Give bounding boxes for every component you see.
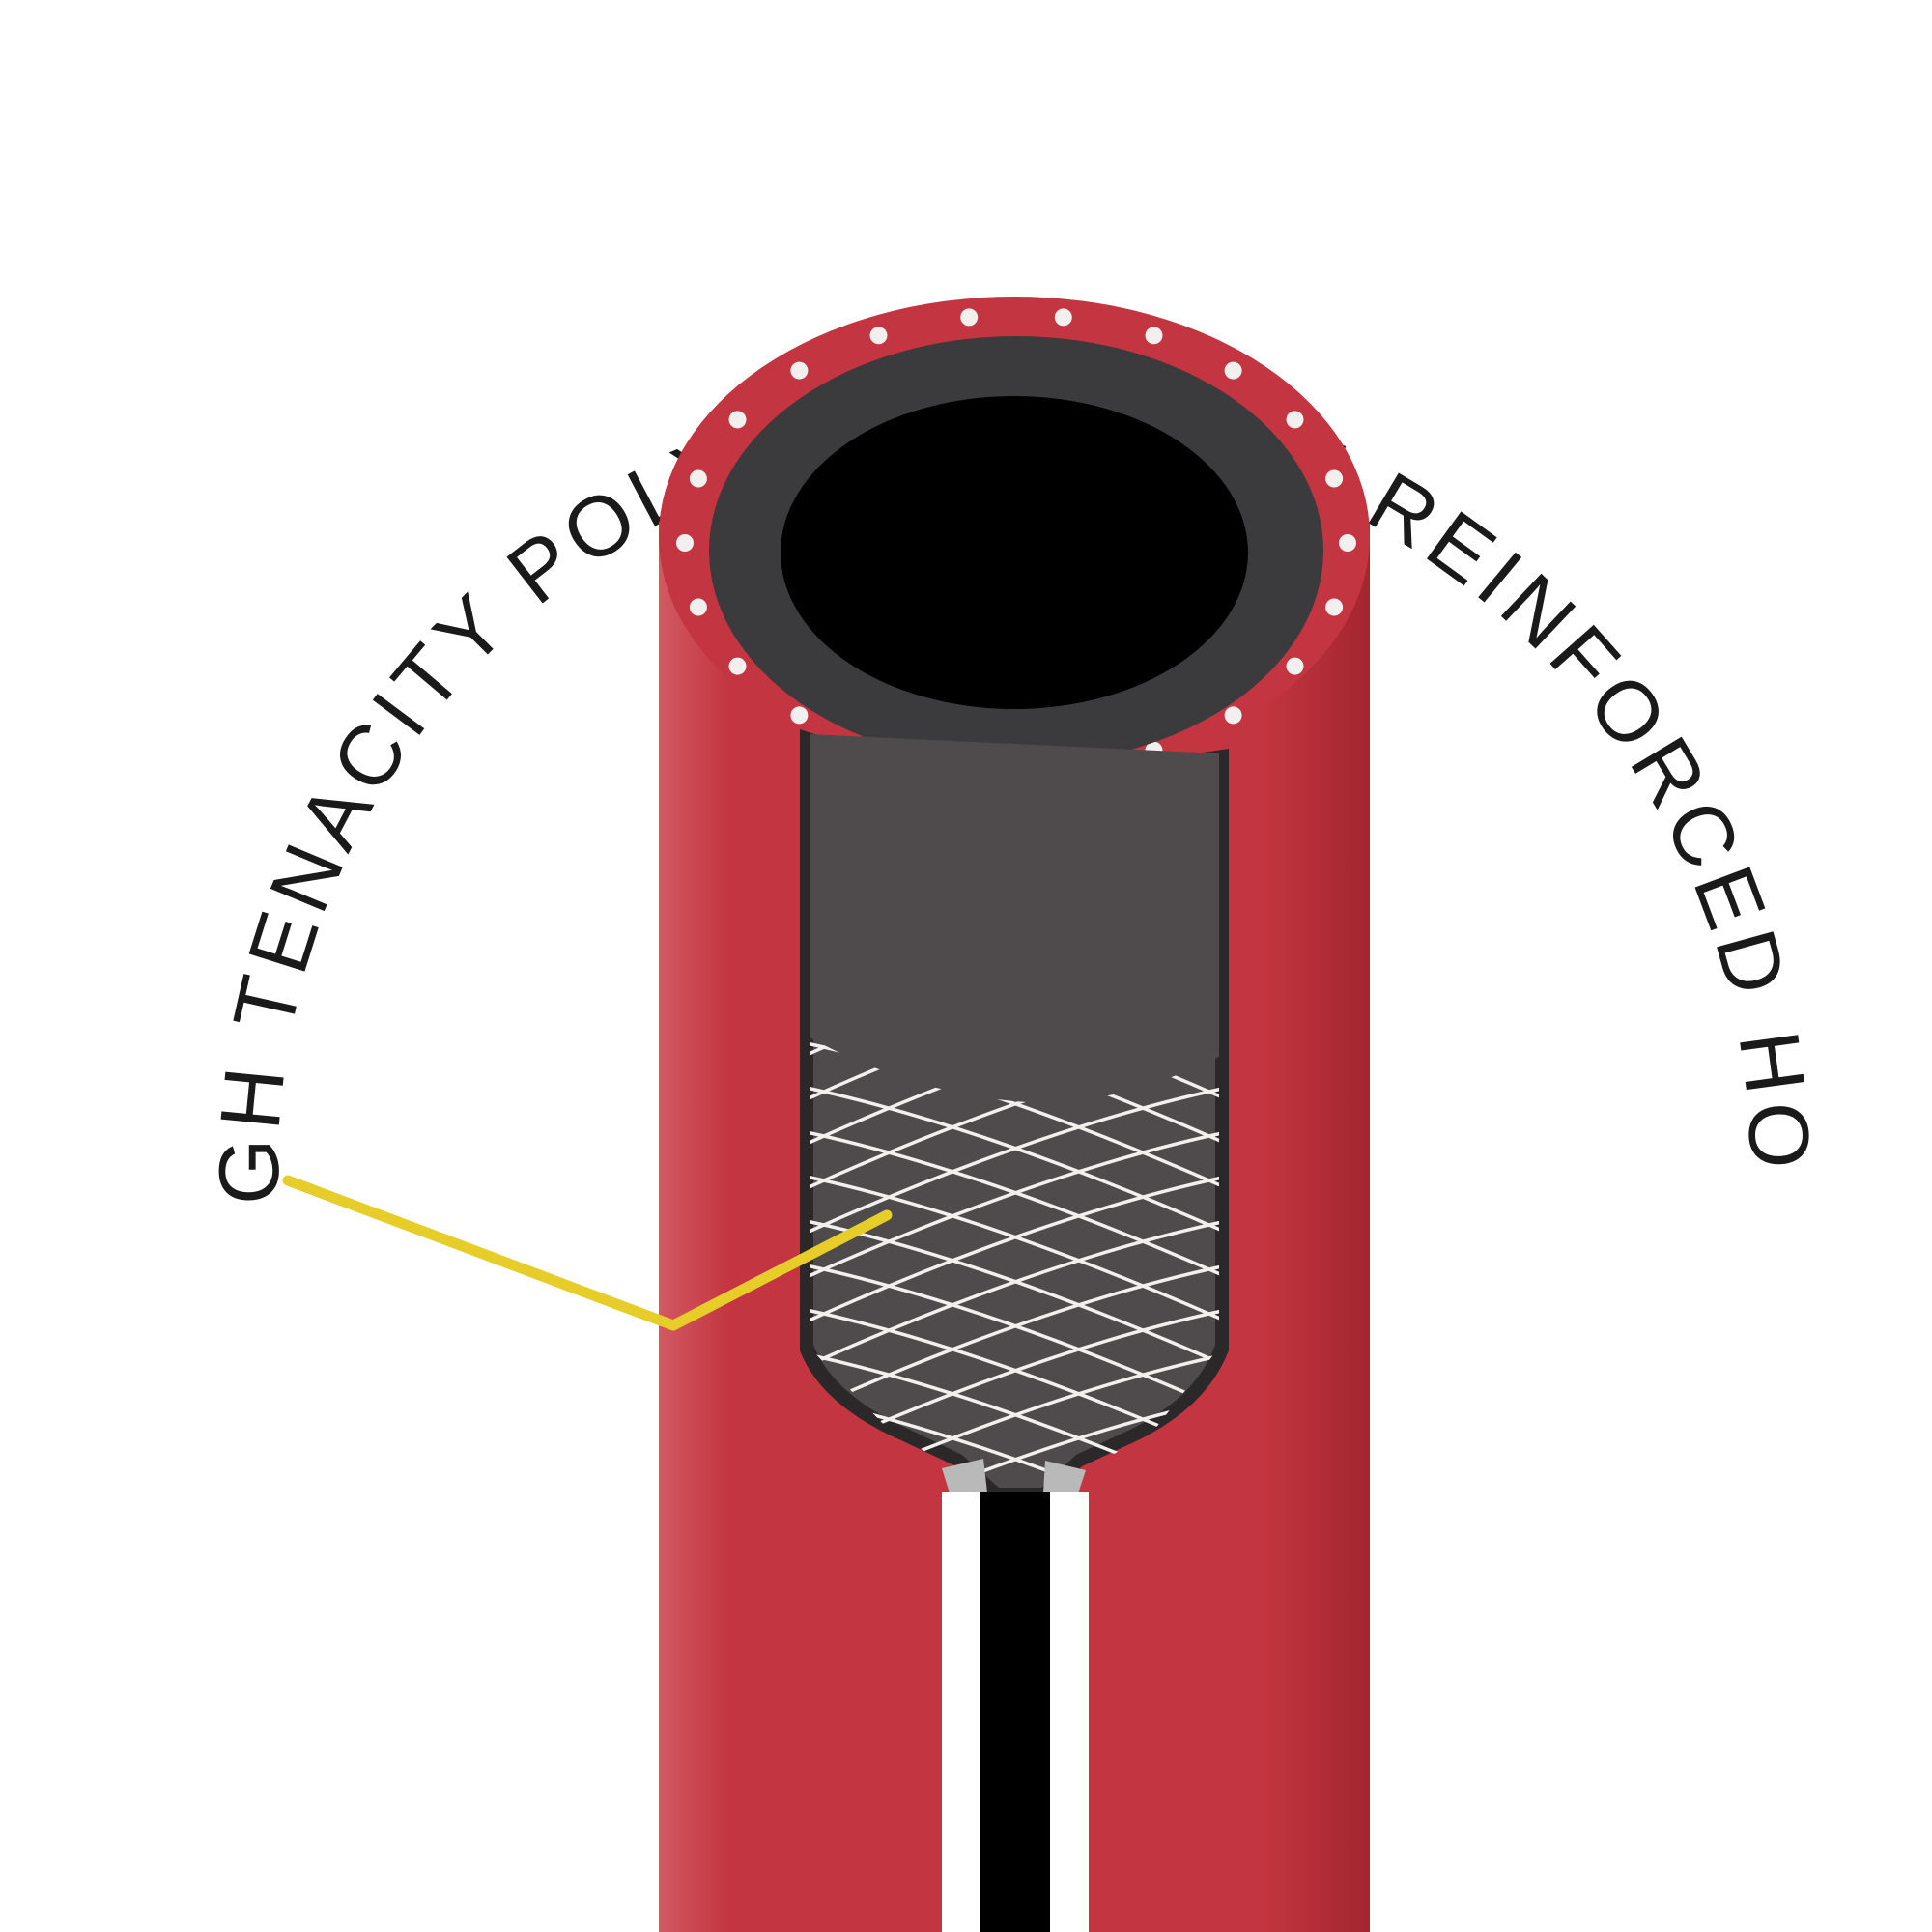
braid-mask: [810, 734, 1219, 1103]
braid-stripe-left-cap: [942, 1459, 987, 1499]
braid-dot: [676, 534, 694, 552]
braid-strand: [810, 1130, 1219, 1279]
braid-dot: [1339, 534, 1356, 552]
braid-dot: [1325, 598, 1344, 616]
black-stripe: [980, 1492, 1050, 1932]
braid-stripe-right-cap: [1043, 1461, 1086, 1499]
braid-dot: [1224, 706, 1242, 724]
braid-dot: [1224, 361, 1242, 380]
braid-strand: [810, 1175, 1219, 1323]
braid-dot: [960, 308, 979, 327]
braid-strand: [810, 1219, 1219, 1368]
braid-strand: [810, 1264, 1219, 1412]
braid-strand: [810, 1264, 1219, 1412]
braid-dot: [728, 657, 747, 675]
braid-strand: [810, 1086, 1219, 1235]
braid-dot: [869, 327, 888, 345]
braid-dot: [1325, 469, 1344, 488]
braid-strand: [810, 1130, 1219, 1279]
braid-dot: [1054, 308, 1072, 327]
braid-dot: [728, 411, 747, 429]
hose-bore: [781, 396, 1248, 709]
braid-dot: [689, 598, 707, 616]
braid-dot: [790, 361, 809, 380]
braid-strand: [810, 1086, 1219, 1235]
braid-dot: [1286, 411, 1304, 429]
braid-dot: [1286, 657, 1304, 675]
braid-dot: [689, 469, 707, 488]
braid-strand: [810, 1175, 1219, 1323]
leader-line: [282, 1175, 893, 1331]
polyester-yarn-braid: [810, 734, 1219, 1499]
braid-dot: [790, 706, 809, 724]
braid-dot: [1145, 327, 1163, 345]
